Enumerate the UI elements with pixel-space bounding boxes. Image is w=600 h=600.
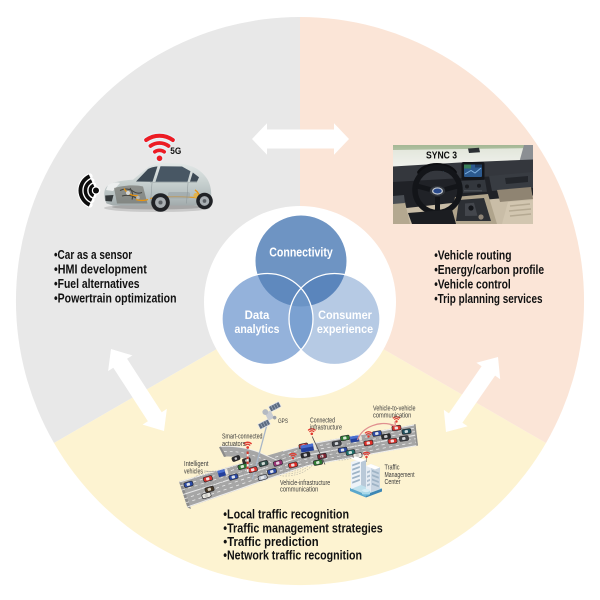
svg-text:•Energy/carbon profile: •Energy/carbon profile <box>434 262 544 277</box>
svg-text:Connected: Connected <box>310 418 335 425</box>
svg-text:•Vehicle routing: •Vehicle routing <box>434 247 511 262</box>
svg-text:•Powertrain optimization: •Powertrain optimization <box>54 290 177 305</box>
svg-text:•Vehicle control: •Vehicle control <box>434 276 511 291</box>
svg-text:•Car as a sensor: •Car as a sensor <box>54 247 132 262</box>
svg-text:experience: experience <box>317 322 373 336</box>
svg-text:•Trip planning services: •Trip planning services <box>434 291 542 306</box>
svg-text:communication: communication <box>373 413 411 420</box>
svg-text:Traffic: Traffic <box>385 465 400 472</box>
svg-text:•Local traffic recognition: •Local traffic recognition <box>223 507 349 522</box>
svg-text:Data: Data <box>245 308 270 322</box>
svg-text:Center: Center <box>385 479 402 486</box>
svg-text:•Network traffic recognition: •Network traffic recognition <box>223 548 362 563</box>
svg-text:SYNC 3: SYNC 3 <box>426 150 457 162</box>
svg-text:Consumer: Consumer <box>318 308 372 322</box>
svg-text:•HMI development: •HMI development <box>54 261 147 276</box>
svg-text:5G: 5G <box>170 146 181 156</box>
svg-text:•Traffic prediction: •Traffic prediction <box>223 534 318 549</box>
svg-text:actuators: actuators <box>222 441 246 448</box>
svg-text:GPS: GPS <box>278 418 288 425</box>
svg-text:Intelligent: Intelligent <box>184 461 209 468</box>
svg-text:infrastructure: infrastructure <box>310 425 342 432</box>
svg-text:Connectivity: Connectivity <box>269 245 333 259</box>
svg-text:Management: Management <box>385 472 415 479</box>
svg-text:•Fuel alternatives: •Fuel alternatives <box>54 276 140 291</box>
svg-text:•Traffic management strategies: •Traffic management strategies <box>223 520 382 535</box>
svg-text:Vehicle-infrastructure: Vehicle-infrastructure <box>280 480 330 487</box>
svg-text:Vehicle-to-vehicle: Vehicle-to-vehicle <box>373 406 416 413</box>
svg-text:vehicles: vehicles <box>184 469 203 476</box>
svg-text:communication: communication <box>280 487 318 494</box>
svg-text:Smart-connected: Smart-connected <box>222 434 263 441</box>
svg-text:analytics: analytics <box>235 322 280 336</box>
